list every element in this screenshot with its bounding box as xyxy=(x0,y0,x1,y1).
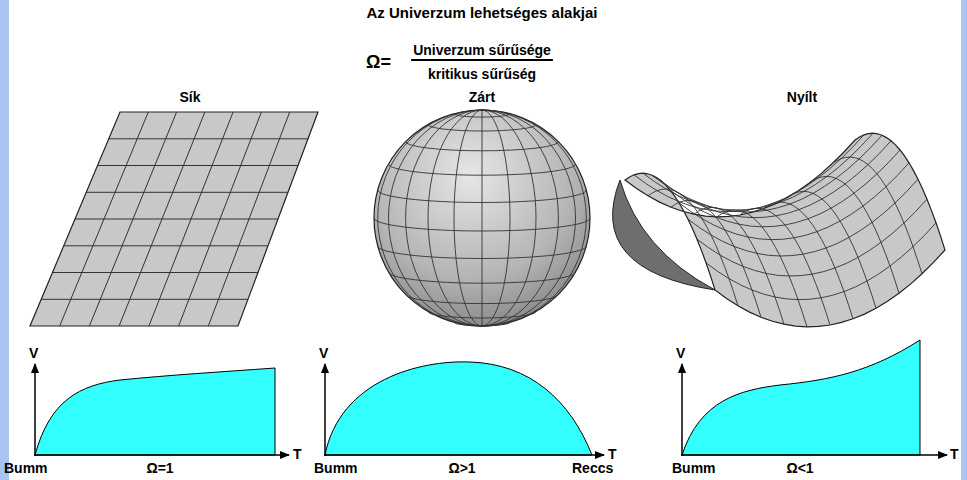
event-label: Reccs xyxy=(572,460,613,476)
grid-line xyxy=(634,135,864,212)
parallel xyxy=(389,272,576,283)
grid-line xyxy=(109,138,308,139)
axis-label: T xyxy=(608,446,617,462)
grid-line xyxy=(652,135,882,212)
fraction-bar xyxy=(411,59,553,61)
side-strip xyxy=(961,0,967,480)
fraction-numerator: Univerzum sűrűsége xyxy=(413,42,551,58)
event-label: Bumm xyxy=(4,460,48,476)
parallel xyxy=(378,246,587,258)
meridian xyxy=(378,110,587,326)
side-strip xyxy=(0,0,9,480)
event-label: Bumm xyxy=(672,460,716,476)
parallel xyxy=(406,294,559,303)
event-label: Bumm xyxy=(314,460,358,476)
grid-line xyxy=(661,141,891,218)
grid-line xyxy=(688,179,918,256)
grid-line xyxy=(694,207,784,324)
meridian xyxy=(389,110,576,326)
saddle-surface xyxy=(625,133,945,327)
graph-open xyxy=(681,340,947,456)
grid-line xyxy=(643,133,873,210)
shape-name: Zárt xyxy=(469,89,495,105)
grid-line xyxy=(64,245,268,246)
graph-flat xyxy=(34,364,289,456)
meridian xyxy=(482,110,483,326)
closed-sphere xyxy=(374,110,590,326)
shape-name: Sík xyxy=(179,89,200,105)
grid-line xyxy=(53,272,259,273)
grid-line xyxy=(809,176,899,293)
graph-closed xyxy=(324,362,604,456)
parallel xyxy=(406,142,559,151)
parallel xyxy=(454,114,510,117)
omega-value: Ω<1 xyxy=(786,460,813,476)
meridian xyxy=(406,110,559,326)
meridian xyxy=(428,110,536,326)
grid-line xyxy=(98,165,299,166)
axis-label: T xyxy=(293,446,302,462)
meridian xyxy=(454,110,510,326)
axis-label: T xyxy=(950,446,959,462)
grid-line xyxy=(75,219,278,220)
flat-plane xyxy=(30,112,318,326)
parallel xyxy=(454,322,510,325)
grid-line xyxy=(41,299,248,300)
parallel xyxy=(428,312,536,319)
parallel xyxy=(374,218,590,231)
diagram-title: Az Univerzum lehetséges alakjai xyxy=(367,4,598,21)
grid-line xyxy=(786,191,876,308)
axis-label: V xyxy=(319,345,328,361)
grid-line xyxy=(670,150,900,227)
grid-line xyxy=(86,192,288,193)
parallel xyxy=(428,125,536,132)
omega-value: Ω>1 xyxy=(448,460,475,476)
open-saddle xyxy=(613,133,945,327)
axis-label: V xyxy=(29,345,38,361)
grid-line xyxy=(717,210,807,327)
parallel xyxy=(389,164,576,175)
omega-symbol: Ω= xyxy=(366,52,391,73)
grid-line xyxy=(832,157,922,274)
grid-line xyxy=(706,223,936,300)
shape-name: Nyílt xyxy=(787,89,817,105)
grid-line xyxy=(671,200,761,317)
omega-value: Ω=1 xyxy=(146,460,173,476)
plane-surface xyxy=(30,112,318,326)
axis-label: V xyxy=(676,345,685,361)
parallel xyxy=(378,190,587,202)
grid-line xyxy=(740,208,830,325)
fraction-denominator: kritikus sűrűség xyxy=(428,66,536,82)
